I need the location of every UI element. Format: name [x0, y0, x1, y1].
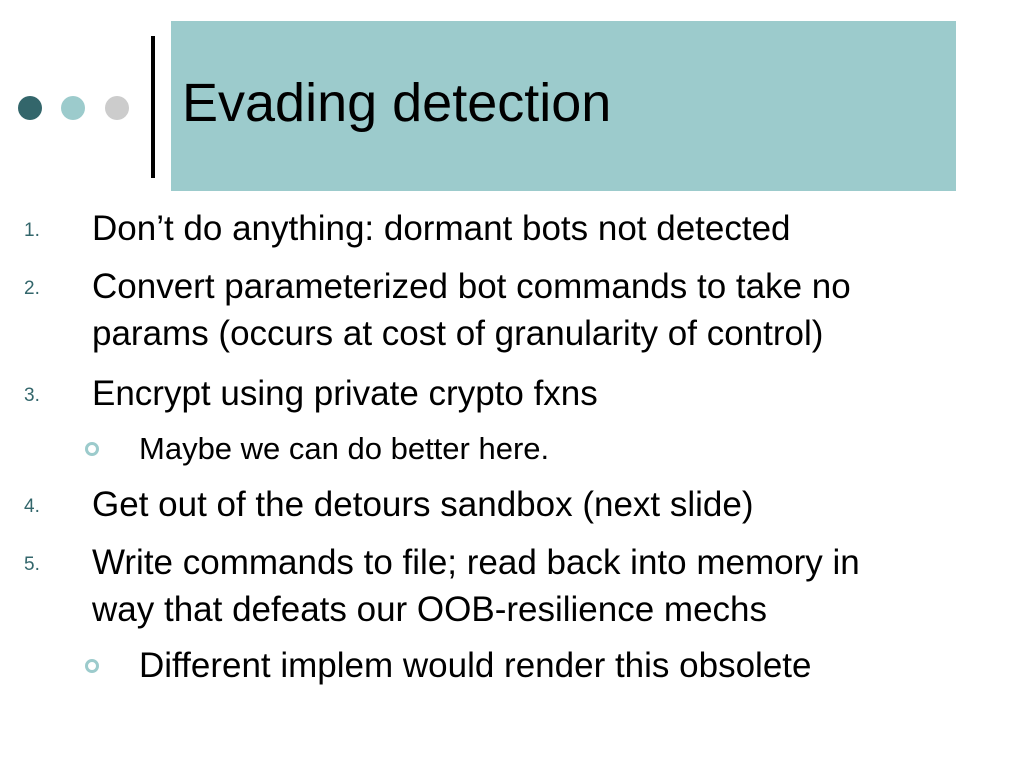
slide-title: Evading detection [182, 73, 612, 133]
dot-dark-icon [18, 96, 42, 120]
title-band [171, 21, 956, 191]
sub-item-text: Maybe we can do better here. [139, 431, 550, 466]
list-item-text: Don’t do anything: dormant bots not dete… [92, 209, 791, 248]
list-number: 5. [24, 554, 40, 575]
sub-item-text: Different implem would render this obsol… [139, 646, 812, 685]
list-item-text: Get out of the detours sandbox (next sli… [92, 485, 754, 524]
list-number: 2. [24, 278, 40, 299]
list-item-2: 2. Convert parameterized bot commands to… [24, 263, 992, 357]
hollow-circle-bullet-icon [85, 659, 99, 673]
list-number: 1. [24, 220, 40, 241]
title-divider [151, 36, 155, 178]
list-number: 4. [24, 496, 40, 517]
list-item-3: 3. Encrypt using private crypto fxns [24, 370, 992, 417]
dot-gray-icon [105, 96, 129, 120]
list-item-text-line1: Write commands to file; read back into m… [92, 543, 860, 582]
list-item-5: 5. Write commands to file; read back int… [24, 539, 992, 633]
sub-item-5: Different implem would render this obsol… [85, 644, 999, 688]
list-item-text-line1: Convert parameterized bot commands to ta… [92, 267, 851, 306]
hollow-circle-bullet-icon [85, 442, 99, 456]
list-item-text-line2: params (occurs at cost of granularity of… [92, 314, 824, 353]
list-item-text: Encrypt using private crypto fxns [92, 374, 598, 413]
list-number: 3. [24, 385, 40, 406]
list-item-1: 1. Don’t do anything: dormant bots not d… [24, 205, 992, 252]
list-item-4: 4. Get out of the detours sandbox (next … [24, 481, 992, 528]
list-item-text-line2: way that defeats our OOB-resilience mech… [92, 590, 768, 629]
dot-teal-icon [61, 96, 85, 120]
sub-item-3: Maybe we can do better here. [85, 429, 999, 469]
